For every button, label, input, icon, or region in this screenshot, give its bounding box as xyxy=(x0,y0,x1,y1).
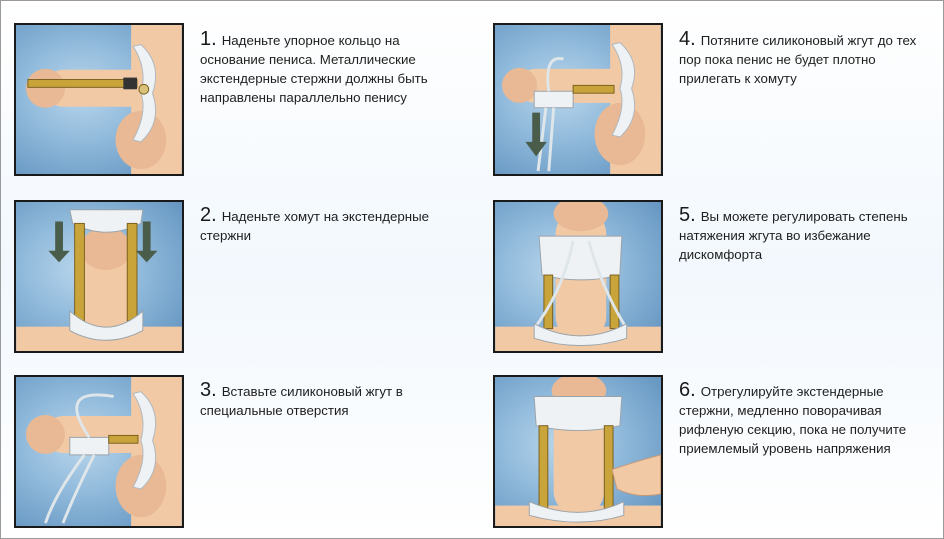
illustration-step-1 xyxy=(14,23,184,176)
step-1-drawing xyxy=(25,25,182,174)
step-number: 4. xyxy=(679,28,696,50)
step-4: 4.Потяните силиконовый жгут до тех пор п… xyxy=(679,28,929,88)
step-text: Вы можете регулировать степень натяжения… xyxy=(679,209,908,262)
step-6-drawing xyxy=(495,377,661,526)
illustration-step-4 xyxy=(493,23,663,176)
step-text: Потяните силиконовый жгут до тех пор пок… xyxy=(679,33,917,86)
step-text: Наденьте упорное кольцо на основание пен… xyxy=(200,33,428,105)
step-5: 5.Вы можете регулировать степень натяжен… xyxy=(679,204,929,264)
step-3: 3.Вставьте силиконовый жгут в специальны… xyxy=(200,379,450,420)
illustration-step-2 xyxy=(14,200,184,353)
step-number: 2. xyxy=(200,204,217,226)
illustration-step-3 xyxy=(14,375,184,528)
step-text: Наденьте хомут на экстендерные стержни xyxy=(200,209,430,243)
step-1: 1.Наденьте упорное кольцо на основание п… xyxy=(200,28,450,107)
illustration-step-6 xyxy=(493,375,663,528)
step-3-drawing xyxy=(25,377,182,526)
step-number: 5. xyxy=(679,204,696,226)
step-5-drawing xyxy=(495,202,661,351)
step-number: 1. xyxy=(200,28,217,50)
step-6: 6.Отрегулируйте экстендерные стержни, ме… xyxy=(679,379,929,458)
step-2: 2.Наденьте хомут на экстендерные стержни xyxy=(200,204,450,245)
step-number: 6. xyxy=(679,379,696,401)
step-2-drawing xyxy=(16,209,182,351)
step-text: Отрегулируйте экстендерные стержни, медл… xyxy=(679,384,907,456)
step-number: 3. xyxy=(200,379,217,401)
illustration-step-5 xyxy=(493,200,663,353)
step-text: Вставьте силиконовый жгут в специальные … xyxy=(200,384,403,418)
step-4-drawing xyxy=(502,25,661,174)
